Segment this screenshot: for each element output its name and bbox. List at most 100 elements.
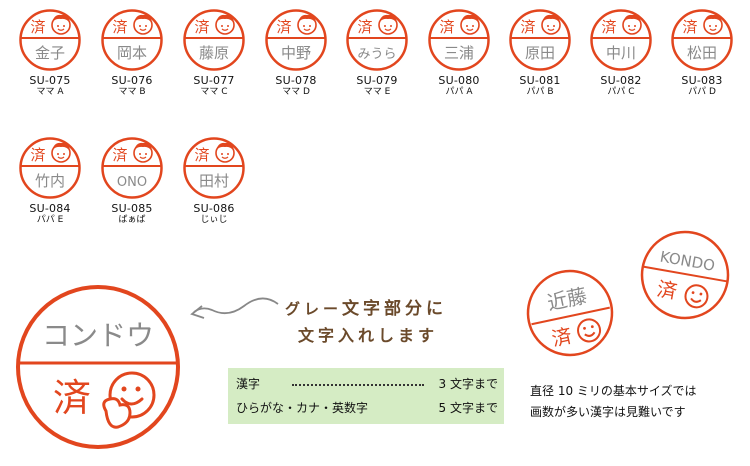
mama-c-face-icon [215,14,235,35]
stamp-label: じぃじ [200,215,228,225]
big-example-stamp: コンドウ 済 [14,283,182,455]
instruction-line-1: グレー文字部分に [285,294,447,319]
papa-c-face-icon [622,14,642,35]
stamp-graphic: 済松田 [671,9,733,71]
stamp-name: みうら [357,47,396,62]
stamp-name: ONO [117,175,147,190]
stamp-graphic: 済 ONO [101,137,163,199]
stamp-label: パパ B [526,87,554,97]
instruction-rest: 文字部分に [342,299,448,319]
papa-b-face-icon [541,14,561,35]
stamp-name: 岡本 [117,44,147,62]
stamp-code: SU-083 [681,74,723,87]
stamp-mark: 済 [276,18,291,36]
stamp-label: パパ E [36,215,64,225]
stamp-label: ママ D [282,87,310,97]
stamp-graphic: 済中川 [590,9,652,71]
limit-value: 3 文字まで [438,377,498,391]
stamp-mark: 済 [30,18,45,36]
smiley-icon [684,284,709,309]
stamp-name: 金子 [35,44,65,62]
stamp-label: ママ B [118,87,146,97]
stamp-mark: 済 [520,18,535,36]
stamp-code: SU-076 [111,74,153,87]
stamp-code: SU-079 [356,74,398,87]
stamp-mark: 済 [682,18,697,36]
stamp-graphic: 済中野 [265,9,327,71]
sample-stamp-romaji: KONDO 済 [638,228,732,326]
stamp-mark: 済 [439,18,454,36]
instruction-gray-word: グレー [285,300,343,318]
mama-d-face-icon [297,14,317,35]
stamp-label: ママ A [36,87,64,97]
papa-a-face-icon [460,14,480,35]
sample-stamp-mark: 済 [655,277,679,304]
instruction-line-2: 文字入れします [298,326,439,345]
limit-row-kanji: 漢字 3 文字まで [236,375,498,395]
limit-row-kana: ひらがな・カナ・英数字 5 文字まで [236,399,498,419]
stamp-mark: 済 [357,18,372,36]
mama-e-face-icon [378,14,398,35]
stamp-code: SU-077 [193,74,235,87]
stamp-code: SU-075 [29,74,71,87]
stamp-graphic: 済原田 [509,9,571,71]
stamp-name: 藤原 [199,44,229,62]
papa-e-face-icon [51,142,71,163]
stamp-name: 原田 [525,44,555,62]
stamp-name: 三浦 [444,44,474,62]
smiley-thumbs-up-icon [102,371,156,429]
limit-label: ひらがな・カナ・英数字 [236,401,369,415]
stamp-graphic: 済田村 [183,137,245,199]
sample-stamp-mark: 済 [550,323,575,351]
stamp-mark: 済 [112,146,127,164]
grandpa-face-icon [215,142,235,163]
stamp-code: SU-081 [519,74,561,87]
stamp-code: SU-086 [193,202,235,215]
pointer-arrow-icon [190,297,279,319]
stamp-label: パパ A [445,87,473,97]
stamp-mark: 済 [601,18,616,36]
stamp-mark: 済 [112,18,127,36]
stamp-code: SU-078 [275,74,317,87]
stamp-mark: 済 [30,146,45,164]
limit-value: 5 文字まで [438,401,498,415]
character-limits-box: 漢字 3 文字まで ひらがな・カナ・英数字 5 文字まで [228,368,504,424]
stamp-label: パパ C [607,87,635,97]
stamp-code: SU-080 [438,74,480,87]
stamp-graphic: 済金子 [19,9,81,71]
grandma-face-icon [133,142,153,163]
stamp-graphic: 済藤原 [183,9,245,71]
stamp-label: ママ C [200,87,228,97]
stamp-label: ママ E [363,87,391,97]
smiley-icon [577,318,602,343]
stamp-name: 中野 [281,44,311,62]
big-stamp-mark: 済 [53,376,91,420]
size-note-line-1: 直径 10 ミリの基本サイズでは [530,384,697,398]
stamp-mark: 済 [194,146,209,164]
stamp-name: 竹内 [35,172,65,190]
stamp-code: SU-084 [29,202,71,215]
big-stamp-graphic: コンドウ 済 [16,285,180,449]
stamp-code: SU-085 [111,202,153,215]
leader-dots [292,384,424,386]
mama-b-face-icon [133,14,153,35]
size-note-line-2: 画数が多い漢字は見難いです [530,405,686,419]
stamp-graphic: 済三浦 [428,9,490,71]
stamp-mark: 済 [194,18,209,36]
big-stamp-name: コンドウ [42,319,154,352]
limit-label: 漢字 [236,377,261,391]
mama-a-face-icon [51,14,71,35]
papa-d-face-icon [703,14,723,35]
stamp-graphic: 済竹内 [19,137,81,199]
stamp-name: 松田 [687,44,717,62]
